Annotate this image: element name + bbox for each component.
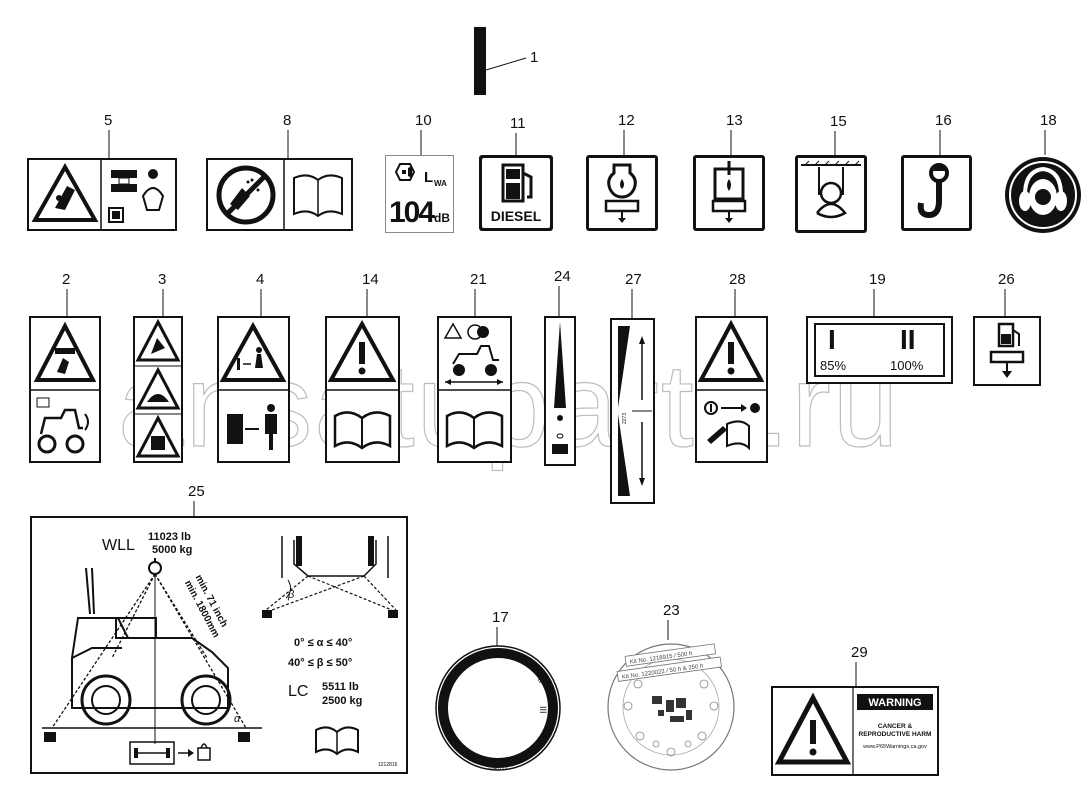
callout-14: 14 xyxy=(362,271,379,288)
decal25-part-no: 1212816 xyxy=(378,762,398,768)
decal-4-keep-clear xyxy=(217,316,290,463)
callout-24: 24 xyxy=(554,268,571,285)
hydraulic-drain-icon xyxy=(711,161,747,223)
ring-iii: III xyxy=(538,706,548,714)
crush-warning-icon xyxy=(31,160,165,229)
decal-19-percent-indicator: I II 85% 100% xyxy=(806,316,953,384)
callout-27: 27 xyxy=(625,271,642,288)
callout-11: 11 xyxy=(510,115,526,132)
lc-lb: 5511 lb xyxy=(322,681,359,693)
p65-warning-icon: WARNING CANCER & REPRODUCTIVE HARM www.P… xyxy=(774,688,933,774)
decal-25-lifting-diagram: WLL 11023 lb 5000 kg min. 71 inch min. 1… xyxy=(30,516,408,774)
wll-kg: 5000 kg xyxy=(152,544,192,556)
p65-line-2: REPRODUCTIVE HARM xyxy=(859,731,932,738)
keep-clear-icon xyxy=(219,321,288,450)
decal-26-fuel-fill xyxy=(973,316,1041,386)
callout-19: 19 xyxy=(869,271,886,288)
machine-area-icon xyxy=(439,322,510,450)
ring-p: P xyxy=(468,658,475,669)
decal-10-sound-power: L WA 104 dB xyxy=(385,155,454,233)
callout-3: 3 xyxy=(158,271,167,288)
alpha-symbol: α xyxy=(234,713,241,725)
decal-13-hydraulic-drain xyxy=(693,155,765,231)
decal-16-lifting-point xyxy=(901,155,972,231)
decal-12-oil-drain xyxy=(586,155,658,231)
oil-drain-icon xyxy=(604,163,640,223)
callout-26: 26 xyxy=(998,271,1015,288)
decal-21-parking-brake-area xyxy=(437,316,512,463)
ring-ii: II xyxy=(536,675,547,684)
decal-1-black-strip xyxy=(474,27,486,95)
callout-23: 23 xyxy=(663,602,680,619)
general-warning-icon xyxy=(327,319,398,450)
fuel-fill-icon xyxy=(989,322,1025,378)
decal-24-narrow-warning xyxy=(544,316,576,466)
callout-25: 25 xyxy=(188,483,205,500)
callout-16: 16 xyxy=(935,112,952,129)
pct-100: 100% xyxy=(890,358,924,373)
p65-url: www.P65Warnings.ca.gov xyxy=(862,744,927,750)
narrow-warning-icon xyxy=(552,322,568,454)
callout-15: 15 xyxy=(830,113,847,130)
decal-29-p65-warning: WARNING CANCER & REPRODUCTIVE HARM www.P… xyxy=(771,686,939,776)
sound-value: 104 xyxy=(389,196,435,229)
warning-stack-icon xyxy=(135,318,181,458)
decal-11-diesel: DIESEL xyxy=(479,155,553,231)
callout-5: 5 xyxy=(104,112,113,129)
decal-2-crush-hazard xyxy=(29,316,101,463)
callout-13: 13 xyxy=(726,112,743,129)
decal-8-no-spray-read-manual xyxy=(206,158,353,231)
angle-alpha: 0° ≤ α ≤ 40° xyxy=(294,637,352,649)
lifting-diagram: WLL 11023 lb 5000 kg min. 71 inch min. 1… xyxy=(42,531,398,768)
decal-28-service-warning xyxy=(695,316,768,463)
callout-12: 12 xyxy=(618,112,635,129)
callout-28: 28 xyxy=(729,271,746,288)
gradient-arrows-icon: 2273 xyxy=(618,326,652,496)
decal27-part-no: 2273 xyxy=(622,413,628,424)
lwa-label: L xyxy=(424,169,433,186)
decal17-part-no: 1248171 xyxy=(488,766,508,772)
ring-i: I xyxy=(520,654,523,664)
decal-15-lashing-point xyxy=(795,155,867,233)
diesel-label: DIESEL xyxy=(491,208,542,224)
lc-label: LC xyxy=(288,683,308,700)
sound-power-icon: L WA 104 dB xyxy=(389,163,450,229)
callout-4: 4 xyxy=(256,271,265,288)
sound-unit: dB xyxy=(434,211,450,225)
wll-label: WLL xyxy=(102,537,135,554)
p65-line-1: CANCER & xyxy=(878,723,913,730)
pct-85: 85% xyxy=(820,358,847,373)
service-warning-icon xyxy=(697,319,766,451)
mark-ii: II xyxy=(900,324,916,355)
callout-21: 21 xyxy=(470,271,487,288)
beta-symbol: β xyxy=(287,589,295,601)
lashing-icon xyxy=(801,160,861,219)
ring-o: O xyxy=(494,650,501,660)
wll-lb: 11023 lb xyxy=(148,531,191,543)
decal-3-warning-stack xyxy=(133,316,183,463)
callout-29: 29 xyxy=(851,644,868,661)
lc-kg: 2500 kg xyxy=(322,695,362,707)
decal-14-general-warning xyxy=(325,316,400,463)
callout-2: 2 xyxy=(62,271,71,288)
decal-17-ignition-ring: P O I II III 1248171 xyxy=(435,645,561,772)
callout-18: 18 xyxy=(1040,112,1057,129)
fuel-pump-icon: DIESEL xyxy=(491,163,542,224)
callout-1: 1 xyxy=(530,49,539,66)
callout-17: 17 xyxy=(492,609,509,626)
warning-header: WARNING xyxy=(868,697,921,709)
decal-23-service-chart: Kit No. 1218915 / 500 h Kit No. 1220022 … xyxy=(607,643,735,771)
callout-10: 10 xyxy=(415,112,432,129)
no-spray-icon xyxy=(216,160,343,229)
decal-5-crush-warning xyxy=(27,158,177,231)
hook-icon xyxy=(917,163,949,219)
decal19-inner-frame xyxy=(814,323,945,377)
lwa-sub: WA xyxy=(434,179,447,188)
decal-27-gradient-strip: 2273 xyxy=(610,318,655,504)
callout-8: 8 xyxy=(283,112,292,129)
crush-hazard-icon xyxy=(31,321,99,454)
decal-18-ear-protection xyxy=(1005,157,1081,233)
mark-i: I xyxy=(828,324,836,355)
angle-beta: 40° ≤ β ≤ 50° xyxy=(288,657,352,669)
